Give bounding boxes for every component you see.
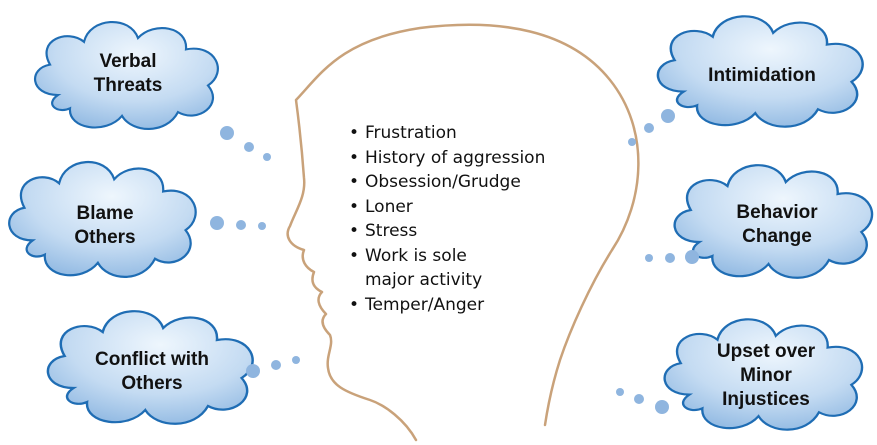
dot	[271, 360, 281, 370]
label-intimidation: Intimidation	[708, 65, 816, 86]
dot	[244, 142, 254, 152]
dot	[665, 253, 675, 263]
dot	[236, 220, 246, 230]
dot	[246, 364, 260, 378]
dot	[616, 388, 624, 396]
dot	[645, 254, 653, 262]
risk-traits-list: Frustration History of aggression Obsess…	[347, 121, 545, 317]
trait-item: Work is sole major activity	[347, 244, 545, 293]
dot	[655, 400, 669, 414]
dot	[292, 356, 300, 364]
label-blame-others: Blame Others	[74, 203, 136, 248]
trait-item: Stress	[347, 219, 545, 244]
dot	[258, 222, 266, 230]
label-conflict-with-others: Conflict with Others	[95, 349, 209, 394]
label-upset-over-minor-injustices: Upset over Minor Injustices	[716, 341, 816, 410]
trait-item: Frustration	[347, 121, 545, 146]
head-outline	[286, 23, 640, 442]
dot	[634, 394, 644, 404]
dot	[210, 216, 224, 230]
dot	[644, 123, 654, 133]
dot	[263, 153, 271, 161]
dot	[685, 250, 699, 264]
trait-item: Loner	[347, 195, 545, 220]
dot	[661, 109, 675, 123]
trait-item: History of aggression	[347, 146, 545, 171]
dot	[628, 138, 636, 146]
trait-continuation: major activity	[365, 270, 483, 290]
dot	[220, 126, 234, 140]
label-behavior-change: Behavior Change	[736, 202, 818, 247]
trait-item: Temper/Anger	[347, 293, 545, 318]
label-verbal-threats: Verbal Threats	[93, 51, 163, 96]
trait-item: Obsession/Grudge	[347, 170, 545, 195]
connector-dots	[210, 109, 699, 414]
